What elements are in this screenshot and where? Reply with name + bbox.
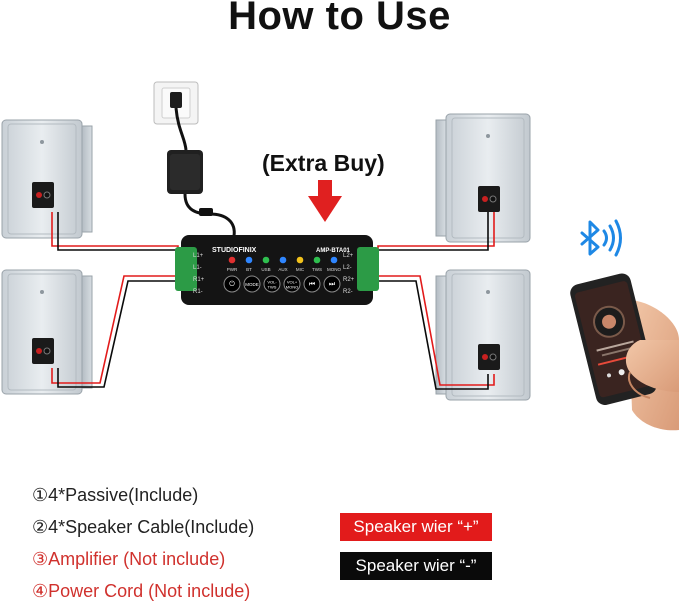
terminal-label: L1- (193, 265, 202, 271)
amp-button-label: VOL+ (287, 280, 298, 285)
terminal-label: R2- (343, 289, 353, 295)
legend-item-power-cord: ④Power Cord (Not include) (32, 581, 251, 601)
wall-outlet (153, 81, 199, 125)
left-terminal-block (175, 247, 197, 291)
amp-button (323, 275, 341, 293)
indicator-led (262, 256, 270, 264)
terminal-label: L2- (343, 265, 352, 271)
amp-button (303, 275, 321, 293)
amp-button-label: TWS (268, 285, 277, 290)
amp-button-label: MODE (245, 282, 259, 287)
terminal-label: R1- (193, 289, 203, 295)
amp-button-label: ⏭ (329, 281, 336, 288)
terminal-label: L2+ (343, 253, 354, 259)
extra-buy-label: (Extra Buy) (262, 150, 385, 176)
page-title: How to Use (228, 0, 451, 38)
amp-button (283, 275, 301, 293)
amp-button-label: MONO (286, 285, 298, 290)
amplifier: L1+ L1- R1+ R1- L2+ L2- R2+ R2- STUDIOFI… (175, 235, 379, 305)
bluetooth-icon (580, 219, 622, 257)
smartphone (570, 273, 679, 431)
legend-item-passive: ①4*Passive(Include) (32, 485, 199, 505)
speaker-bottom-left (1, 269, 93, 395)
indicator-label: TWS (312, 267, 322, 272)
model-label: AMP-BTA01 (316, 248, 351, 254)
terminal-label: L1+ (193, 253, 204, 259)
negative-wire-badge: Speaker wier “-” (340, 552, 492, 580)
indicator-led (228, 256, 236, 264)
indicator-label: MONO (327, 267, 341, 272)
indicator-led (245, 256, 253, 264)
indicator-led (296, 256, 304, 264)
legend-item-cable: ②4*Speaker Cable(Include) (32, 517, 255, 537)
indicator-led (330, 256, 338, 264)
indicator-label: AUX (278, 267, 287, 272)
indicator-led (313, 256, 321, 264)
amp-button-label: ⏮ (309, 281, 315, 288)
legend-item-amplifier: ③Amplifier (Not include) (32, 549, 226, 569)
amp-button-label: ⏻ (229, 280, 235, 288)
indicator-label: BT (246, 267, 252, 272)
indicator-led (279, 256, 287, 264)
brand-logo: STUDIOFINIX (212, 247, 257, 254)
terminal-label: R2+ (343, 277, 355, 283)
amp-button-label: VOL- (267, 280, 277, 285)
right-terminal-block (357, 247, 379, 291)
indicator-label: USB (261, 267, 270, 272)
power-adapter (167, 107, 236, 237)
speaker-bottom-right (435, 269, 531, 401)
speaker-top-right (435, 113, 531, 243)
speaker-top-left (1, 119, 93, 239)
down-arrow-icon (308, 180, 342, 222)
amp-button (243, 275, 261, 293)
indicator-label: PWR (227, 267, 238, 272)
terminal-label: R1+ (193, 277, 205, 283)
amp-button (263, 275, 281, 293)
indicator-label: MIC (296, 267, 305, 272)
positive-wire-badge: Speaker wier “+” (340, 513, 492, 541)
amp-button (223, 275, 241, 293)
